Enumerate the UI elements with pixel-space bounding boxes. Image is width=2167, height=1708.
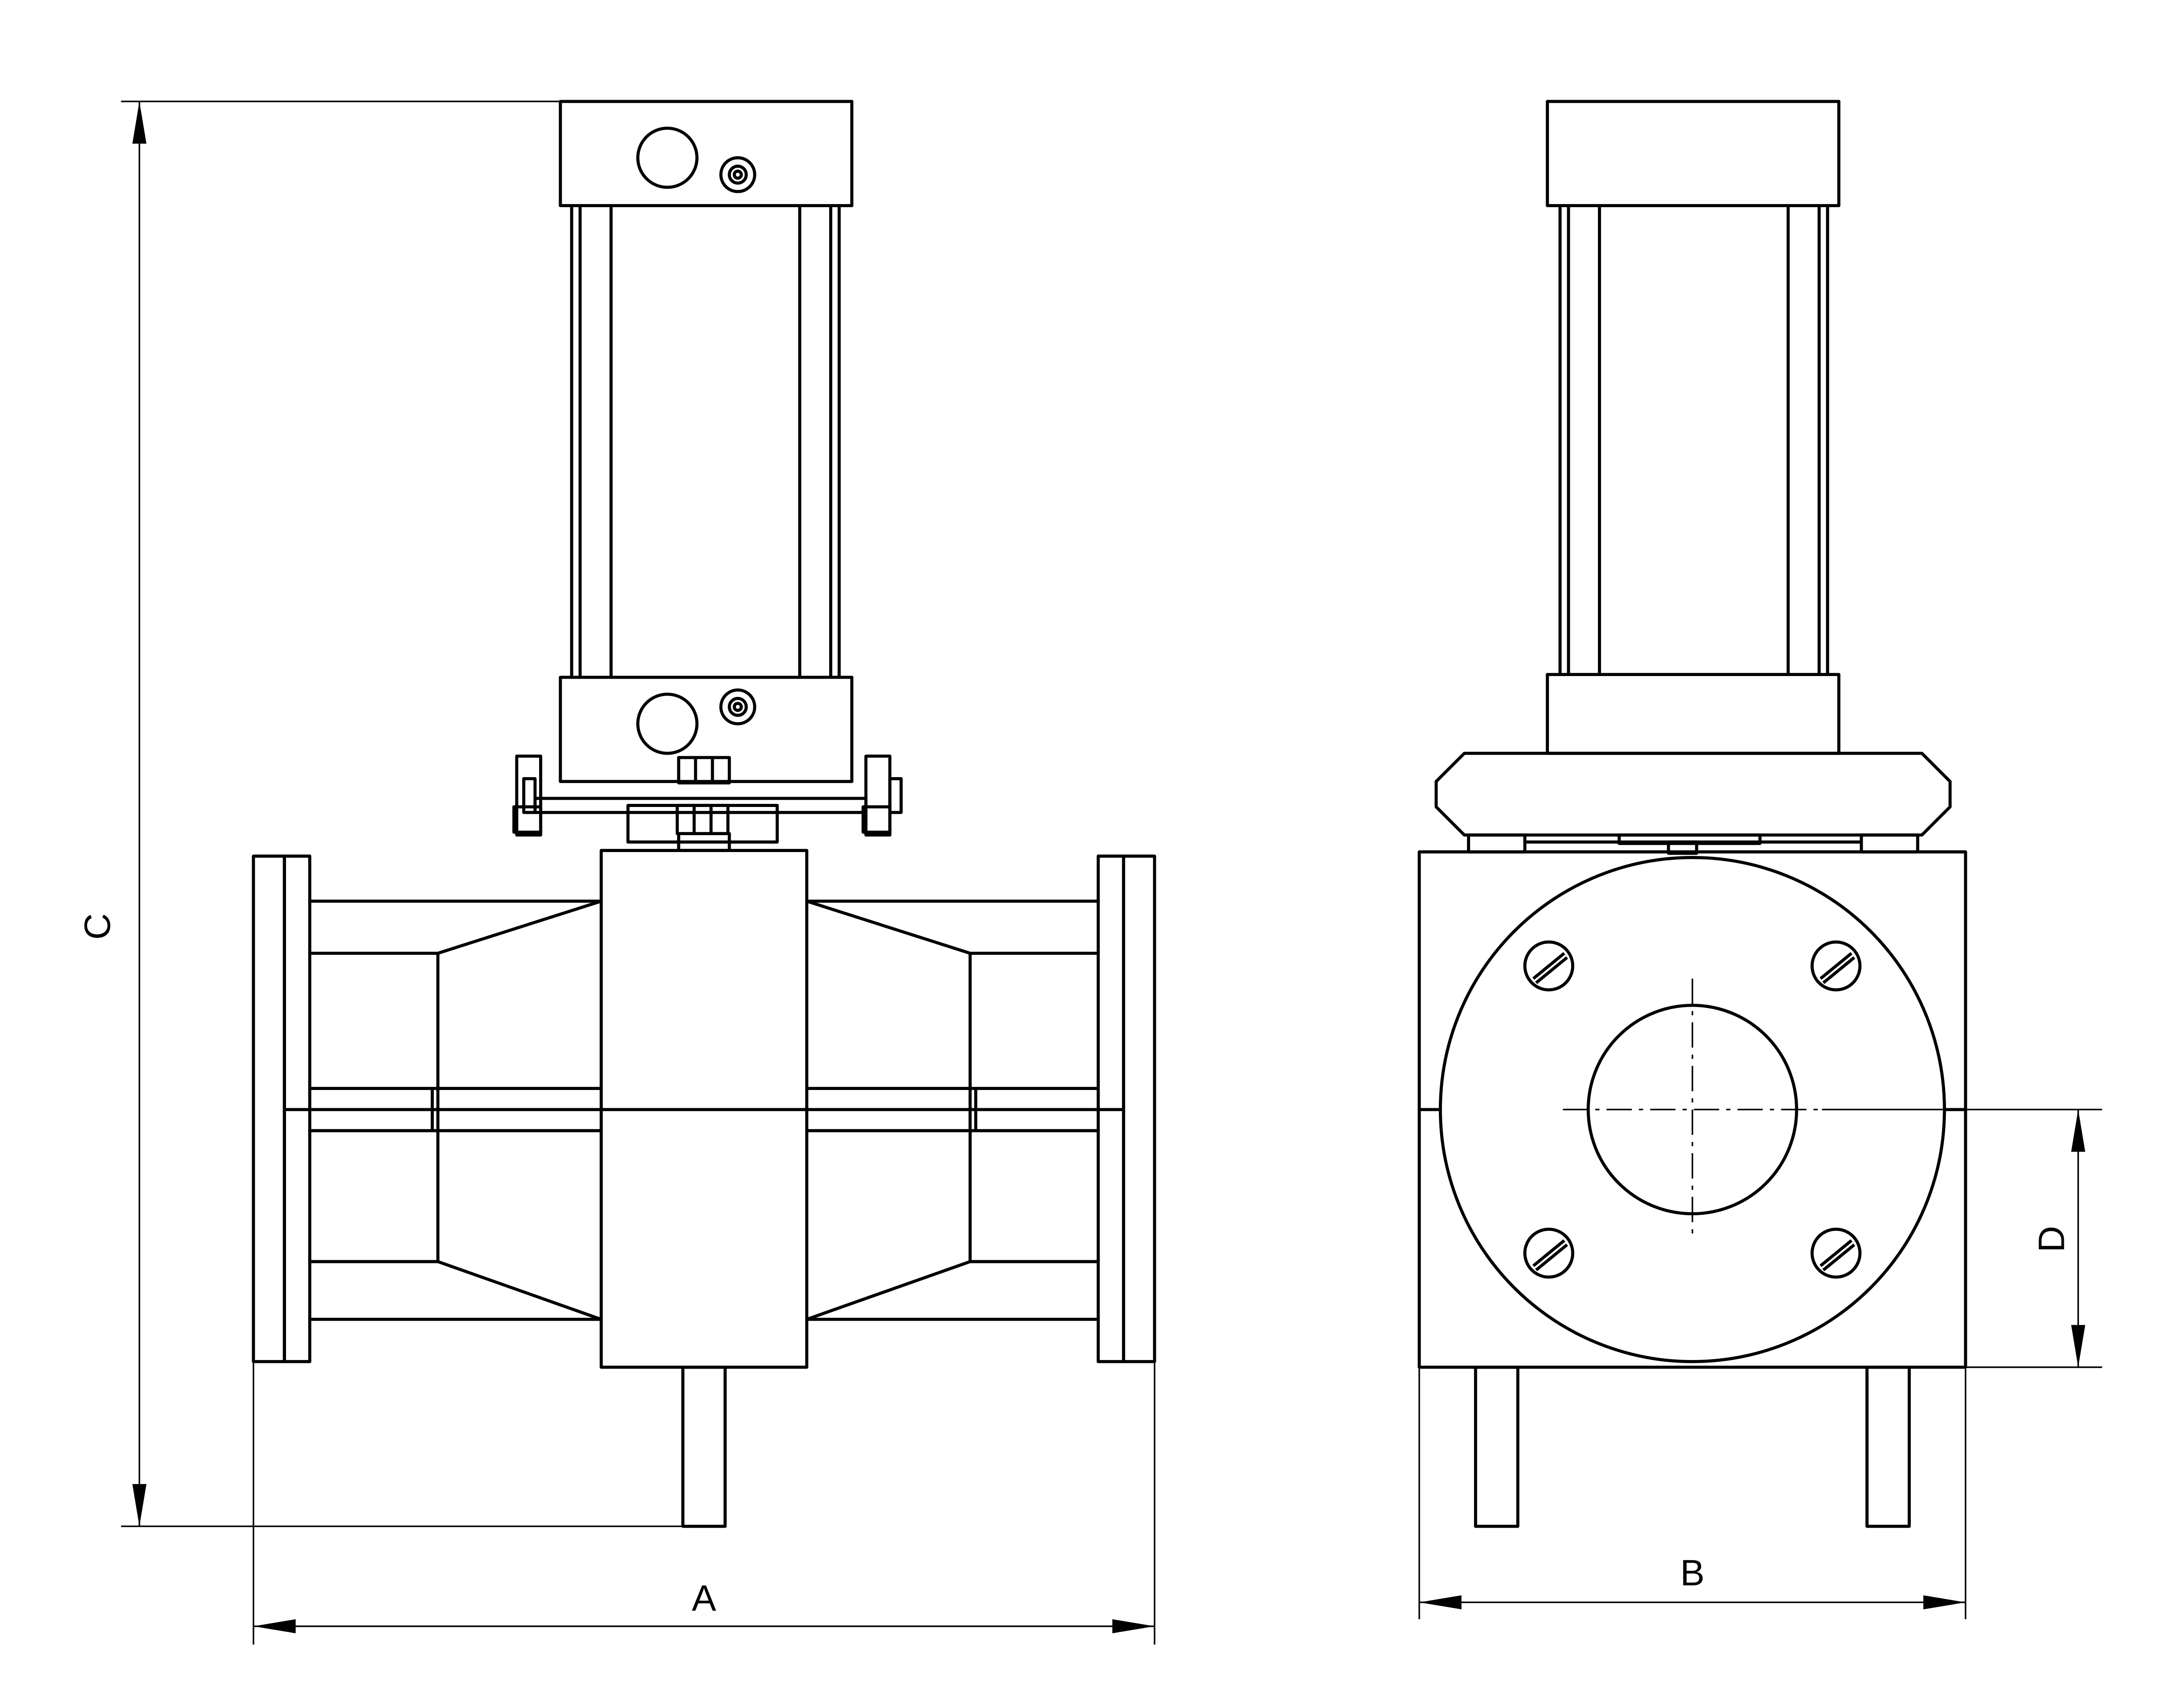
port-large-bottom: [636, 693, 699, 755]
port-large-top: [636, 127, 699, 189]
actuator-cylinder: [570, 205, 841, 677]
mounting-plate: [1435, 752, 1952, 837]
right-pipe: [806, 854, 1156, 1363]
dimension-c-label: C: [77, 913, 117, 940]
dimension-a-label: A: [692, 1578, 716, 1619]
side-leg-right: [1865, 1366, 1911, 1528]
side-actuator-top-cap: [1546, 100, 1841, 208]
dimension-b-label: B: [1680, 1552, 1705, 1593]
side-view: [1418, 100, 1967, 1528]
dimension-c: [121, 101, 683, 1527]
side-actuator-cylinder: [1559, 205, 1829, 675]
port-small-bottom: [719, 688, 756, 725]
dimension-b: [1418, 1367, 1966, 1620]
actuator-bottom-cap: [559, 676, 854, 783]
side-leg-left: [1474, 1366, 1520, 1528]
side-actuator-bottom-cap: [1546, 673, 1841, 755]
bottom-stem: [681, 1366, 727, 1528]
actuator-top-cap: [559, 100, 854, 208]
front-view: [252, 100, 1156, 1528]
dimension-a: [252, 1361, 1155, 1645]
left-pipe: [252, 854, 602, 1363]
flange-bolts: [1523, 940, 1862, 1279]
port-small-top: [719, 156, 756, 193]
mounting-bracket: [512, 755, 903, 852]
dimension-d-label: D: [2031, 1226, 2072, 1253]
dimension-d: [1822, 1109, 2102, 1368]
